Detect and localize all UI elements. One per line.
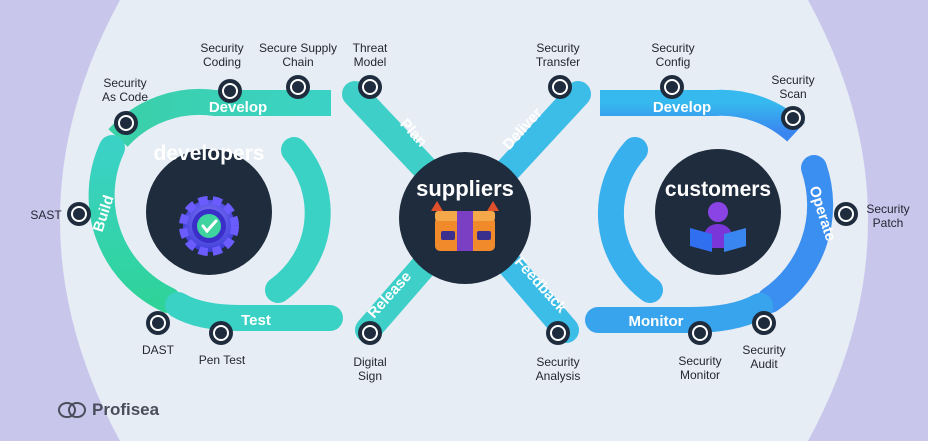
brand-name: Profisea: [92, 400, 160, 419]
package-icon: [431, 201, 499, 251]
marker-security-analysis: [546, 321, 570, 345]
marker-security-as-code: [114, 111, 138, 135]
label-security-transfer: Security Transfer: [535, 41, 581, 69]
marker-digital-sign: [358, 321, 382, 345]
developers-hub-label: developers: [154, 142, 265, 165]
marker-threat-model: [358, 75, 382, 99]
marker-security-transfer: [548, 75, 572, 99]
marker-dast: [146, 311, 170, 335]
cust-operate-arc: [757, 155, 834, 313]
label-threat-model: Threat Model: [352, 41, 388, 69]
label-security-scan: Security Scan: [771, 73, 815, 101]
stage-dev-develop: Develop: [209, 99, 267, 116]
developers-hub: developers: [146, 142, 272, 275]
label-dast: DAST: [141, 343, 175, 357]
user-icon: [690, 202, 746, 252]
point-markers: [67, 75, 858, 345]
stage-monitor: Monitor: [629, 313, 684, 330]
suppliers-hub-label: suppliers: [416, 176, 514, 201]
cust-inner-arc: [597, 137, 663, 303]
label-digital-sign: Digital Sign: [353, 355, 387, 383]
label-security-as-code: Security As Code: [101, 76, 149, 104]
marker-security-scan: [781, 106, 805, 130]
dev-inner-arc: [265, 137, 331, 303]
cust-monitor-arc: [585, 293, 773, 333]
label-sast: SAST: [30, 208, 62, 222]
label-security-config: Security Config: [651, 41, 695, 69]
dev-build-arc: [88, 135, 181, 313]
marker-security-coding: [218, 79, 242, 103]
brand-logo: Profisea: [58, 400, 159, 420]
label-security-coding: Security Coding: [200, 41, 244, 69]
profisea-logo-icon: [58, 402, 86, 418]
label-pen-test: Pen Test: [198, 353, 246, 367]
marker-security-config: [660, 75, 684, 99]
label-security-patch: Security Patch: [866, 202, 910, 230]
label-security-audit: Security Audit: [742, 343, 786, 371]
marker-pen-test: [209, 321, 233, 345]
gear-check-icon: [179, 196, 239, 256]
marker-secure-supply-chain: [286, 75, 310, 99]
label-security-analysis: Security Analysis: [535, 355, 581, 383]
customers-hub-label: customers: [665, 178, 771, 201]
marker-security-monitor: [688, 321, 712, 345]
stage-test: Test: [241, 312, 271, 329]
customers-hub: customers: [655, 149, 781, 275]
marker-security-patch: [834, 202, 858, 226]
marker-sast: [67, 202, 91, 226]
stage-cust-develop: Develop: [653, 99, 711, 116]
suppliers-hub: suppliers: [399, 152, 531, 284]
marker-security-audit: [752, 311, 776, 335]
label-secure-supply-chain: Secure Supply Chain: [258, 41, 338, 69]
label-security-monitor: Security Monitor: [678, 354, 722, 382]
dev-test-arc: [165, 292, 343, 331]
